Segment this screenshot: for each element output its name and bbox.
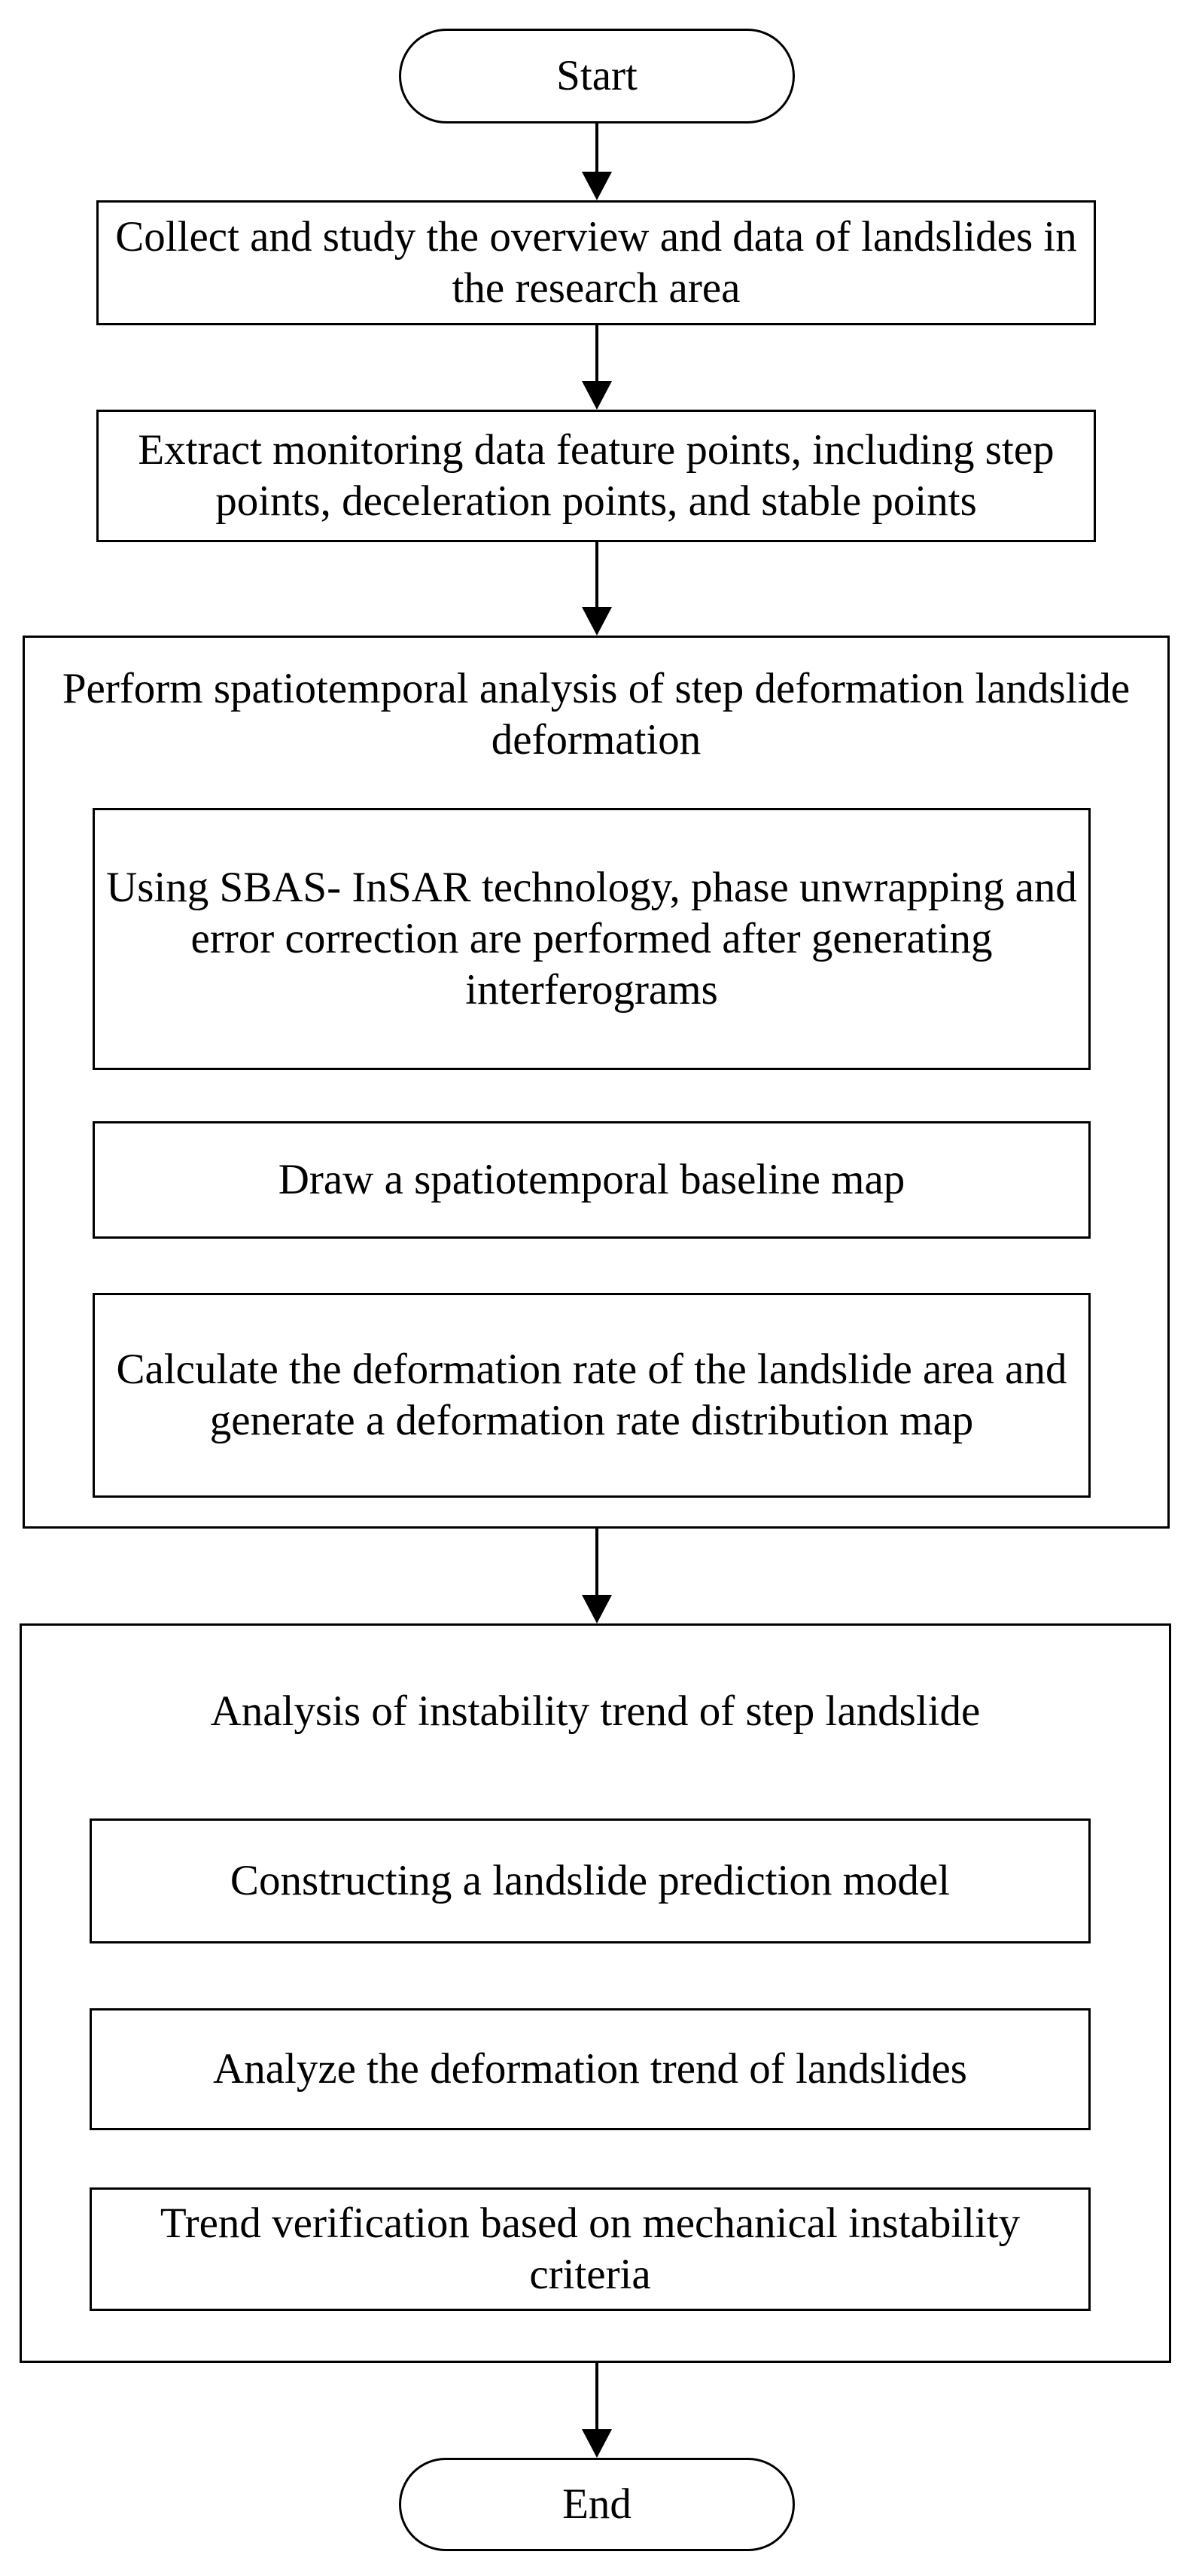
instability-trend-title: Analysis of instability trend of step la…	[210, 1687, 981, 1735]
baseline-map-step: Draw a spatiotemporal baseline map	[93, 1121, 1091, 1239]
arrow-collect-to-extract	[582, 325, 612, 410]
collect-data-label: Collect and study the overview and data …	[115, 213, 1077, 312]
extract-feature-points-label: Extract monitoring data feature points, …	[138, 426, 1055, 525]
spatiotemporal-analysis-group: Perform spatiotemporal analysis of step …	[23, 636, 1170, 1529]
prediction-model-label: Constructing a landslide prediction mode…	[230, 1857, 951, 1904]
instability-trend-group: Analysis of instability trend of step la…	[20, 1623, 1171, 2363]
deformation-rate-step: Calculate the deformation rate of the la…	[93, 1293, 1091, 1498]
baseline-map-label: Draw a spatiotemporal baseline map	[278, 1156, 905, 1203]
trend-verification-step: Trend verification based on mechanical i…	[90, 2187, 1091, 2311]
extract-feature-points-step: Extract monitoring data feature points, …	[96, 410, 1096, 542]
sbas-insar-step: Using SBAS- InSAR technology, phase unwr…	[93, 808, 1091, 1070]
arrow-spatiotemporal-to-instability	[582, 1529, 612, 1623]
spatiotemporal-analysis-title: Perform spatiotemporal analysis of step …	[62, 665, 1131, 764]
end-terminal: End	[399, 2458, 795, 2551]
arrow-start-to-collect	[582, 123, 612, 200]
arrow-instability-to-end	[582, 2363, 612, 2458]
end-label: End	[562, 2480, 632, 2528]
sbas-insar-label: Using SBAS- InSAR technology, phase unwr…	[106, 864, 1077, 1014]
deformation-trend-step: Analyze the deformation trend of landsli…	[90, 2008, 1091, 2130]
deformation-trend-label: Analyze the deformation trend of landsli…	[213, 2045, 967, 2093]
deformation-rate-label: Calculate the deformation rate of the la…	[116, 1346, 1067, 1444]
trend-verification-label: Trend verification based on mechanical i…	[160, 2200, 1021, 2298]
start-terminal: Start	[399, 29, 795, 123]
prediction-model-step: Constructing a landslide prediction mode…	[90, 1818, 1091, 1943]
arrow-extract-to-spatiotemporal	[582, 542, 612, 636]
start-label: Start	[556, 52, 638, 99]
collect-data-step: Collect and study the overview and data …	[96, 200, 1096, 325]
